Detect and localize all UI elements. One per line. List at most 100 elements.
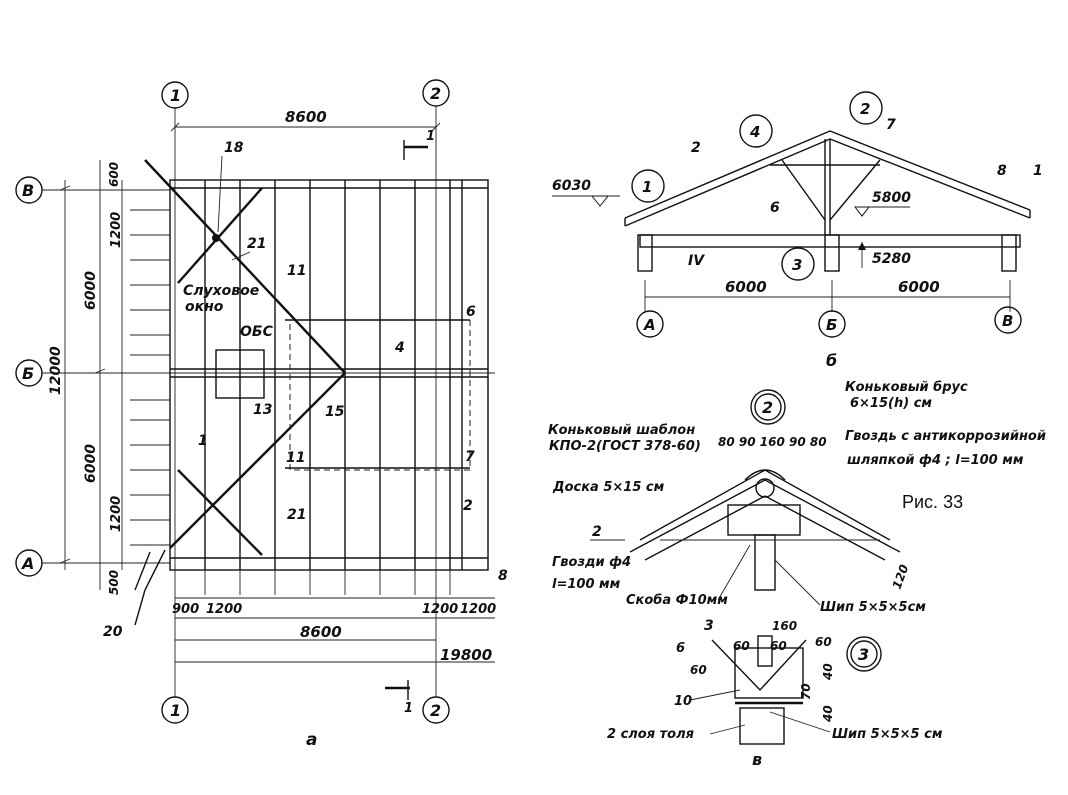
sec-callout-1: 1 [1033,163,1043,179]
window-label-1: Слуховое [183,283,259,299]
figure-caption: Рис. 33 [902,492,963,512]
span-right: 6000 [898,278,940,296]
detail-ref-2-label: 2 [860,100,870,118]
dim-bottom-1200c: 1200 [460,602,496,617]
dim-left-bottom: 1200 [109,496,124,532]
callout-21-bottom: 21 [287,507,306,523]
detail-ref-4 [739,114,773,148]
rafter-lines [204,180,463,570]
axis-label-2-top: 2 [430,84,441,103]
dim-120: 120 [890,563,912,591]
dim-bottom-span: 8600 [300,623,342,641]
dim-top-span: 8600 [285,108,327,126]
callout-1: 1 [198,433,208,449]
detail-ref-3 [781,247,815,281]
elev-5800: 5800 [872,190,911,206]
callout-20: 20 [103,624,123,640]
sec-callout-7: 7 [886,117,896,133]
dim-bottom-1200a: 1200 [206,602,242,617]
callout-8: 8 [498,568,508,584]
plan-a: 1 2 1 2 В Б А 8600 1 [15,79,508,750]
dim-left-total: 12000 [48,346,64,395]
nail-special-1: Гвоздь с антикоррозийной [845,429,1046,444]
callout-15: 15 [325,404,345,420]
d3-num-3: 3 [704,618,714,634]
callout-11-top: 11 [287,263,306,279]
span-left: 6000 [725,278,767,296]
nail-special-2: шляпкой ф4 ; l=100 мм [847,453,1024,468]
detail-2-num-2: 2 [592,524,602,540]
d3-num-6: 6 [676,641,685,656]
dim-edge-bottom: 500 [107,570,121,595]
sublabel-a: а [306,730,317,750]
template-2: КПО-2(ГОСТ 378-60) [549,439,701,454]
dim-edge-top: 600 [107,162,121,187]
detail-ref-1 [631,169,665,203]
detail-3-circle [846,636,882,672]
ridge-beam-1: Коньковый брус [845,380,968,395]
callout-4: 4 [394,340,405,356]
bracket: Скоба Ф10мм [626,593,728,608]
callout-6: 6 [466,304,476,320]
bottom-ticks [204,570,451,595]
d3-num-40a: 40 [821,663,835,681]
d3-num-60c: 60 [815,635,832,649]
sec-callout-2: 2 [691,140,701,156]
d3-num-70: 70 [799,683,813,700]
nails-2: l=100 мм [552,577,621,592]
template-1: Коньковый шаблон [548,423,695,438]
axis-sec-b: Б [826,316,837,334]
axis-bubble-sec-b [818,310,846,338]
d3-num-10: 10 [674,694,692,709]
d3-num-160: 160 [772,619,797,633]
axis-label-1-bottom: 1 [170,701,181,720]
axis-label-v: В [22,181,34,200]
dim-bottom-1200b: 1200 [422,602,458,617]
dim-left-lower: 6000 [83,444,99,483]
d3-num-40b: 40 [821,705,835,723]
dim-left-upper: 6000 [83,271,99,310]
ridge-beam-2: 6×15(h) см [850,396,932,411]
sec-callout-iv: IV [688,253,705,269]
detail-ref-3-label: 3 [792,256,802,274]
d3-num-60b: 60 [770,639,787,653]
nails-1: Гвозди ф4 [552,555,631,570]
tenon-2: Шип 5×5×5см [820,600,926,615]
callout-2: 2 [463,498,473,514]
axis-label-1-top: 1 [170,86,181,105]
board: Доска 5×15 см [552,480,665,495]
callout-21-top: 21 [247,236,266,252]
elev-6030: 6030 [552,178,591,194]
detail-2-circle [750,389,786,425]
d3-num-60d: 60 [690,663,707,677]
axis-bubble-sec-a [636,310,664,338]
dim-overall: 19800 [440,646,492,664]
detail-ref-2 [849,91,883,125]
left-ticks [130,209,170,546]
d3-roofing: 2 слоя толя [607,727,694,742]
window-label-2: окно [185,299,224,315]
detail-2-circle-label: 2 [762,398,773,417]
sec-callout-6: 6 [770,200,780,216]
detail-3-circle-label: 3 [858,645,869,664]
callout-13: 13 [253,402,272,418]
axis-bubble-sec-v [994,306,1022,334]
section-mark-bottom-label: 1 [404,701,413,716]
d3-tenon: Шип 5×5×5 см [832,727,943,742]
section-mark-top-label: 1 [426,129,435,144]
sec-callout-8: 8 [997,163,1007,179]
callout-18: 18 [224,140,244,156]
sublabel-b: б [826,351,837,370]
dims-top: 80 90 160 90 80 [718,435,827,449]
d3-num-60a: 60 [733,639,750,653]
detail-2: 2 Коньковый брус 6×15(h) см Коньковый ша… [548,380,1046,615]
sublabel-v: в [752,750,762,769]
axis-label-a: А [20,554,34,573]
axis-label-2-bottom: 2 [430,701,441,720]
section-b: 6000 6000 А Б В 4 2 1 3 6030 5800 5280 2… [552,91,1043,370]
detail-ref-4-label: 4 [749,123,760,141]
axis-label-b: Б [22,364,34,383]
detail-ref-1-label: 1 [642,178,652,196]
axis-sec-v: В [1002,312,1013,330]
axis-sec-a: А [643,316,656,334]
